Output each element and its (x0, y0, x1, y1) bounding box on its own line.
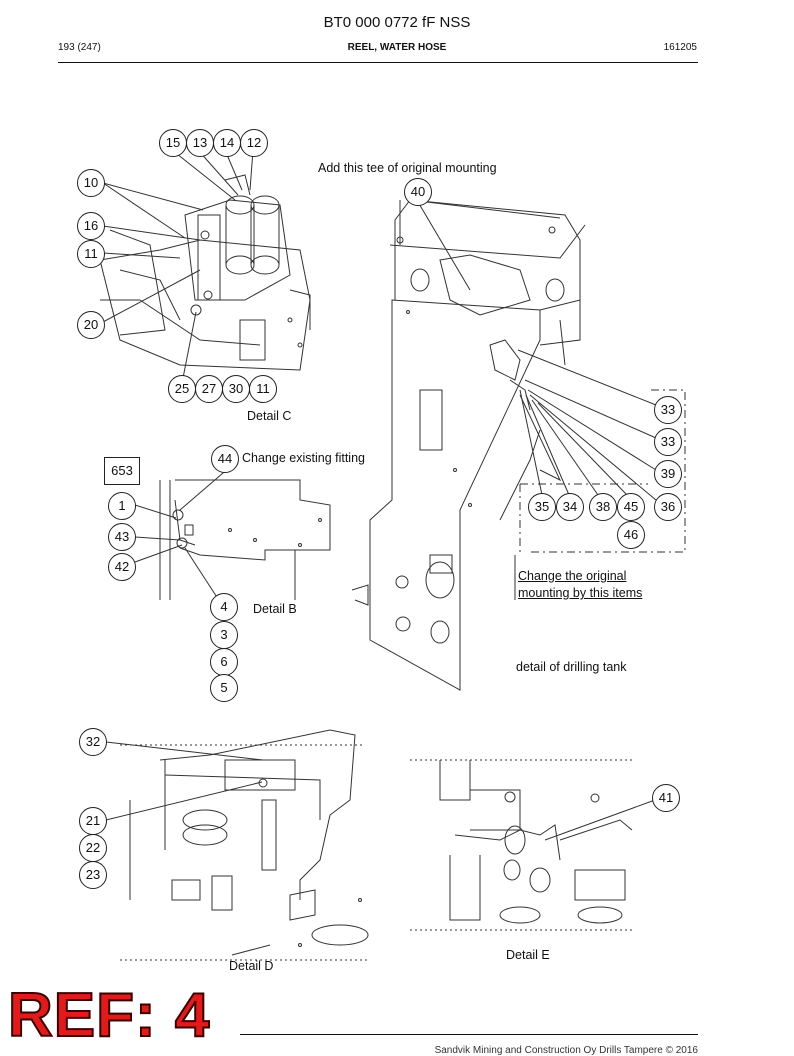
annotation-change-fitting: Change existing fitting (242, 451, 365, 465)
detail-b-caption: Detail B (253, 602, 297, 616)
drilling-tank-drawing (351, 199, 586, 691)
annotation-add-tee: Add this tee of original mounting (318, 161, 497, 175)
callout-3: 3 (210, 621, 238, 649)
callout-1: 1 (108, 492, 136, 520)
page-number: 193 (247) (58, 42, 101, 53)
callout-11-top: 11 (77, 240, 105, 268)
callout-33-bottom: 33 (654, 428, 682, 456)
callout-25: 25 (168, 375, 196, 403)
callout-36: 36 (654, 493, 682, 521)
callout-43: 43 (108, 523, 136, 551)
callout-40: 40 (404, 178, 432, 206)
document-date: 161205 (663, 42, 697, 53)
callout-39: 39 (654, 460, 682, 488)
callout-41: 41 (652, 784, 680, 812)
detail-c-drawing (99, 174, 311, 371)
callout-33-top: 33 (654, 396, 682, 424)
callout-27: 27 (195, 375, 223, 403)
annotation-drilling-tank: detail of drilling tank (516, 660, 627, 674)
detail-d-caption: Detail D (229, 959, 274, 973)
callout-15: 15 (159, 129, 187, 157)
callout-12: 12 (240, 129, 268, 157)
ref-stamp: REF: 4 (7, 981, 211, 1050)
callout-16: 16 (77, 212, 105, 240)
callout-14: 14 (213, 129, 241, 157)
callout-44: 44 (211, 445, 239, 473)
footer-copyright: Sandvik Mining and Construction Oy Drill… (434, 1045, 698, 1056)
callout-6: 6 (210, 648, 238, 676)
callout-22: 22 (79, 834, 107, 862)
callout-32: 32 (79, 728, 107, 756)
header-rule (58, 62, 698, 63)
callout-30: 30 (222, 375, 250, 403)
callout-23: 23 (79, 861, 107, 889)
callout-45: 45 (617, 493, 645, 521)
detail-c-caption: Detail C (247, 409, 292, 423)
callout-11-bottom: 11 (249, 375, 277, 403)
document-id: BT0 000 0772 fF NSS (323, 14, 471, 31)
callout-38: 38 (589, 493, 617, 521)
callout-box-653: 653 (104, 457, 140, 485)
detail-d-drawing (120, 729, 370, 961)
callout-5: 5 (210, 674, 238, 702)
annotation-change-mounting-line2: mounting by this items (518, 586, 643, 600)
annotation-change-mounting-line1: Change the original (518, 569, 627, 583)
callout-10: 10 (77, 169, 105, 197)
section-title: REEL, WATER HOSE (347, 42, 447, 53)
callout-35: 35 (528, 493, 556, 521)
callout-46: 46 (617, 521, 645, 549)
footer-rule (240, 1034, 698, 1035)
detail-e-caption: Detail E (506, 948, 550, 962)
callout-42: 42 (108, 553, 136, 581)
callout-34: 34 (556, 493, 584, 521)
callout-21: 21 (79, 807, 107, 835)
callout-13: 13 (186, 129, 214, 157)
detail-b-drawing (159, 479, 331, 600)
detail-e-drawing (410, 759, 635, 931)
callout-4: 4 (210, 593, 238, 621)
callout-20: 20 (77, 311, 105, 339)
